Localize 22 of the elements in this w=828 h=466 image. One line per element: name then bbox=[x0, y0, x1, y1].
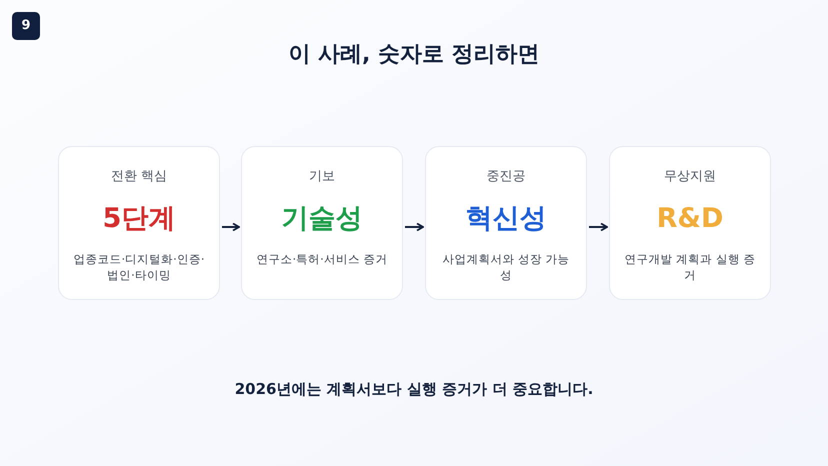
card-description: 사업계획서와 성장 가능성 bbox=[441, 250, 571, 282]
step-card bbox=[241, 146, 403, 300]
step-card bbox=[425, 146, 587, 300]
card-value: 5단계 bbox=[102, 202, 176, 236]
card-subtitle: 기보 bbox=[309, 168, 335, 186]
card-description: 업종코드·디지털화·인증·법인·타이밍 bbox=[72, 250, 206, 282]
card-description: 연구소·특허·서비스 증거 bbox=[256, 250, 388, 266]
card-value: R&D bbox=[656, 202, 724, 236]
card-value: 혁신성 bbox=[466, 202, 546, 236]
arrow bbox=[222, 222, 240, 232]
caption: 2026년에는 계획서보다 실행 증거가 더 중요합니다. bbox=[234, 379, 594, 400]
title: 이 사례, 숫자로 정리하면 bbox=[287, 41, 541, 69]
page-number-badge: 9 bbox=[12, 12, 40, 40]
step-card bbox=[609, 146, 771, 300]
card-description: 연구개발 계획과 실행 증거 bbox=[624, 250, 756, 282]
step-card bbox=[58, 146, 220, 300]
arrow bbox=[405, 222, 424, 232]
card-subtitle: 전환 핵심 bbox=[110, 168, 168, 186]
card-value: 기술성 bbox=[282, 202, 362, 236]
card-subtitle: 중진공 bbox=[486, 168, 526, 186]
arrow bbox=[589, 222, 608, 232]
card-subtitle: 무상지원 bbox=[664, 168, 716, 186]
